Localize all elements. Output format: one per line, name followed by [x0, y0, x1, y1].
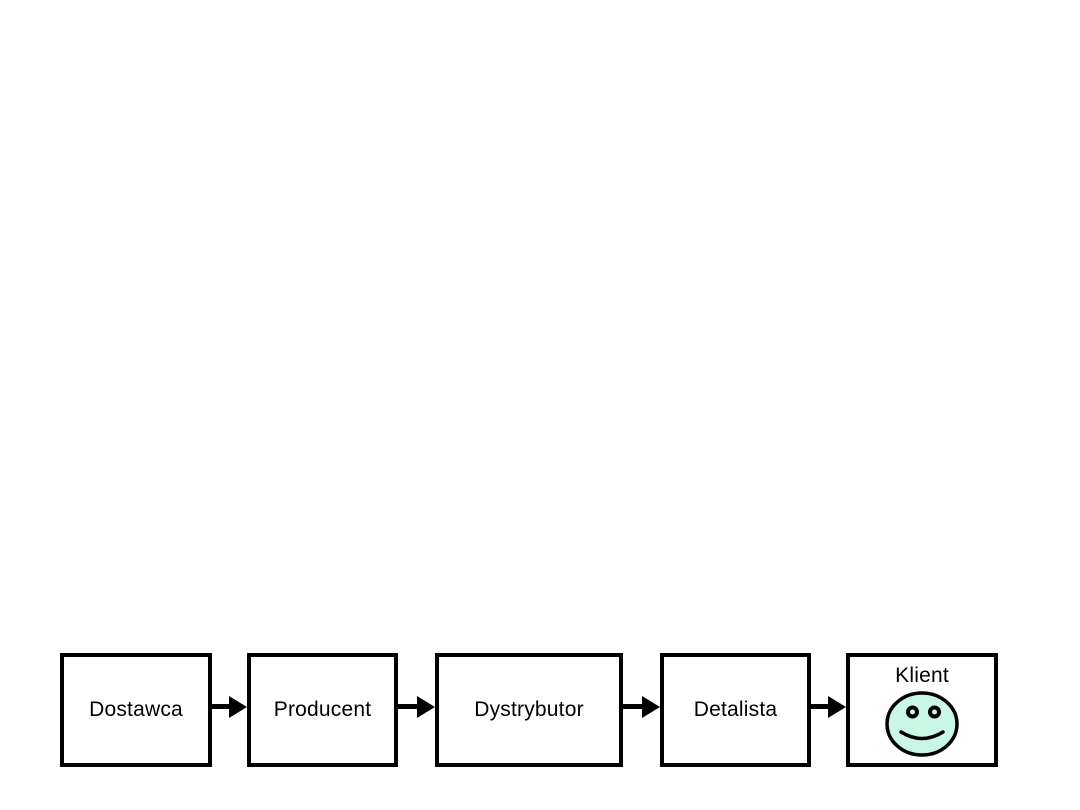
flow-node-dostawca: Dostawca — [60, 653, 212, 767]
smiley-left-eye — [906, 705, 919, 719]
smiley-right-eye — [928, 705, 941, 719]
flow-arrow-3 — [623, 696, 660, 718]
arrow-right-icon — [828, 696, 846, 718]
flow-node-detalista: Detalista — [660, 653, 811, 767]
arrow-stem — [212, 704, 232, 709]
smiley-head — [885, 691, 959, 757]
flow-arrow-4 — [811, 696, 846, 718]
flow-node-dystrybutor: Dystrybutor — [435, 653, 623, 767]
smiley-face-icon — [885, 691, 959, 757]
node-label: Detalista — [693, 697, 778, 721]
flow-arrow-1 — [212, 696, 247, 718]
arrow-stem — [623, 704, 645, 709]
flow-node-klient: Klient — [846, 653, 998, 767]
smiley-mouth — [899, 730, 945, 741]
arrow-right-icon — [642, 696, 660, 718]
arrow-right-icon — [417, 696, 435, 718]
node-label: Producent — [273, 697, 372, 721]
node-label: Klient — [895, 664, 949, 687]
arrow-stem — [811, 704, 831, 709]
arrow-right-icon — [229, 696, 247, 718]
node-label: Dostawca — [89, 697, 183, 721]
arrow-stem — [398, 704, 420, 709]
flow-node-producent: Producent — [247, 653, 398, 767]
flow-arrow-2 — [398, 696, 435, 718]
node-label: Dystrybutor — [474, 697, 584, 721]
